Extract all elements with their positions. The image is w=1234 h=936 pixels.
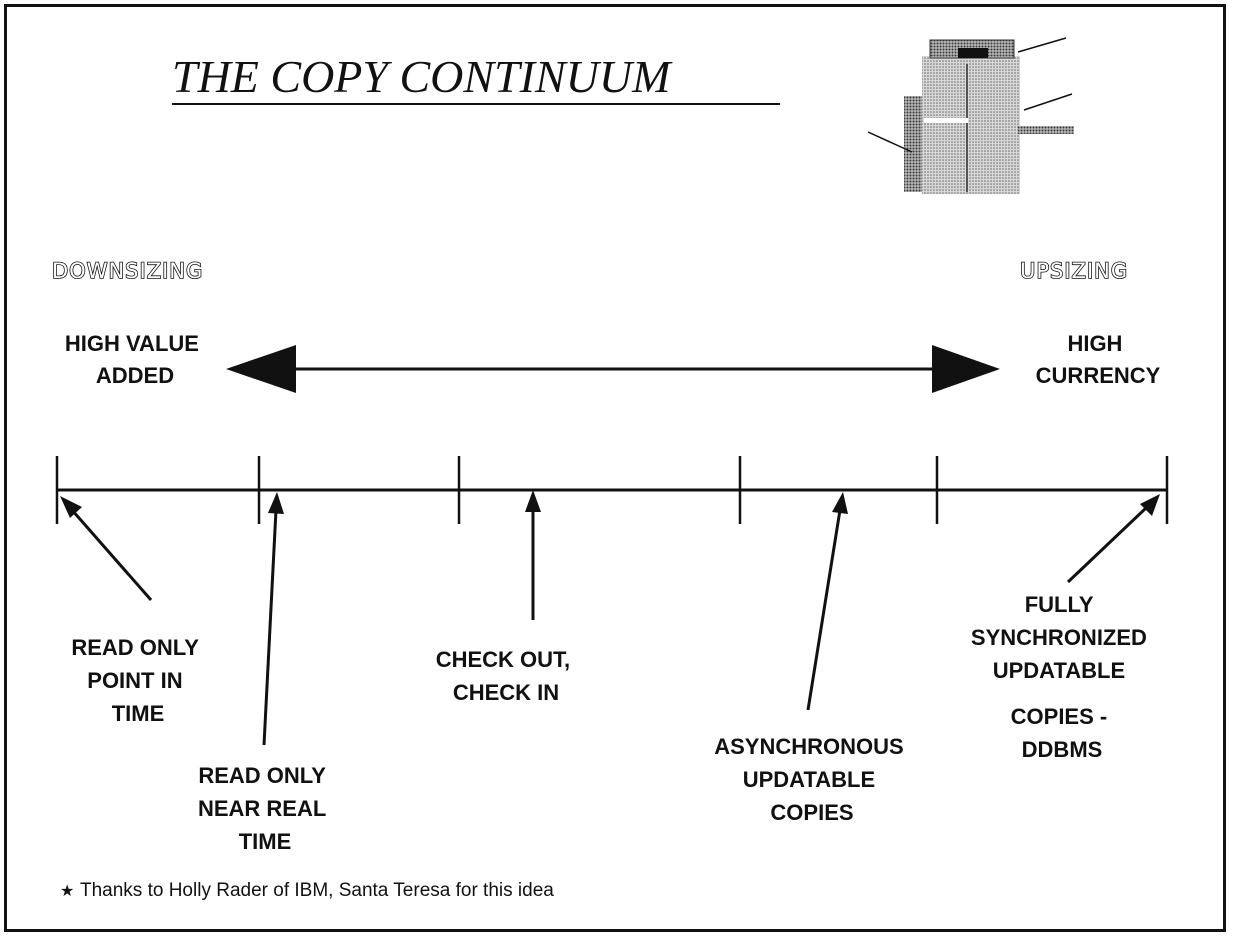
label-read-only-point-in-time: READ ONLY POINT IN TIME: [71, 635, 204, 726]
downsizing-label: DOWNSIZING: [52, 259, 203, 283]
pointer-arrow-asynchronous: [806, 492, 848, 711]
label-asynchronous-updatable-copies: ASYNCHRONOUS UPDATABLE COPIES: [714, 734, 910, 825]
page-title: THE COPY CONTINUUM: [172, 51, 673, 102]
label-check-out-check-in: CHECK OUT, CHECK IN: [436, 647, 577, 705]
left-end-desc: HIGH VALUE ADDED: [65, 331, 205, 388]
slide-frame: [4, 4, 1226, 932]
star-icon: ★: [60, 883, 74, 900]
pointer-arrow-check-out: [525, 490, 541, 620]
copier-icon: [867, 37, 1074, 194]
pointer-arrow-point-in-time: [60, 496, 153, 601]
continuum-axis: [55, 456, 1169, 524]
label-fully-synchronized-ddbms: FULLY SYNCHRONIZED UPDATABLE COPIES - DD…: [971, 592, 1153, 762]
pointer-arrows: [60, 490, 1160, 746]
pointer-arrow-synchronized: [1066, 494, 1160, 584]
label-read-only-near-real-time: READ ONLY NEAR REAL TIME: [198, 763, 332, 854]
footnote: ★ Thanks to Holly Rader of IBM, Santa Te…: [60, 880, 554, 901]
right-end-desc: HIGH CURRENCY: [1036, 331, 1161, 388]
double-arrow: [226, 345, 1000, 393]
upsizing-label: UPSIZING: [1020, 259, 1128, 283]
pointer-arrow-near-real-time: [262, 492, 284, 746]
